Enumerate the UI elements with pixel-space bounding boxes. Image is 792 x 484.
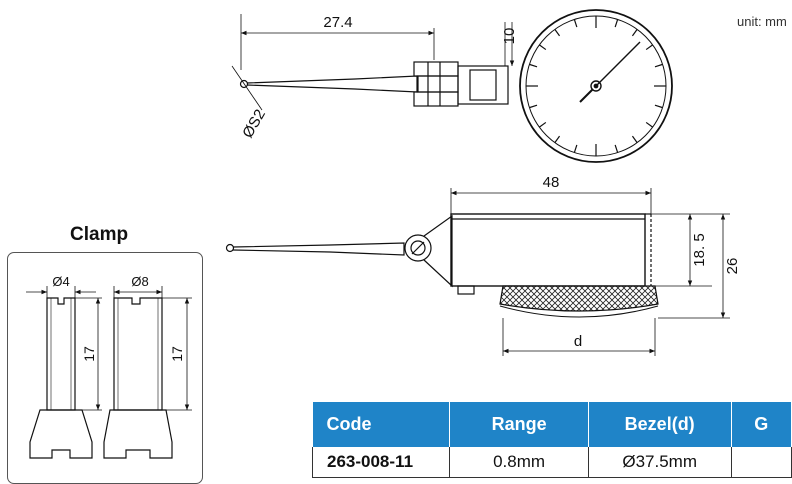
clamp-title: Clamp [70, 224, 129, 245]
dial-tick [529, 63, 538, 68]
clamp-large [103, 286, 192, 459]
dim-total-height: 26 [724, 258, 741, 275]
clamp-small-diameter: Ø4 [52, 274, 69, 289]
dial-tick [631, 29, 638, 37]
dim-ball-diameter: ØS2 [239, 107, 269, 141]
cell-bezel: Ø37.5mm [588, 447, 732, 478]
clamp-small [26, 286, 102, 459]
dim-body-length: 48 [543, 174, 560, 191]
dim-bezel: d [574, 333, 582, 350]
top-view [231, 9, 673, 163]
spec-table: Code Range Bezel(d) G 263-008-11 0.8mm Ø… [311, 402, 792, 478]
side-view [225, 188, 730, 356]
clamp-large-diameter: Ø8 [131, 274, 148, 289]
dial-tick [573, 19, 578, 28]
dial-tick [614, 19, 619, 28]
dial-tick [631, 135, 638, 143]
dial-tick [554, 29, 561, 37]
dial-tick [614, 144, 619, 153]
header-range: Range [449, 402, 589, 447]
dial-tick [539, 44, 547, 51]
header-g: G [731, 402, 792, 447]
clamp-frame [7, 252, 203, 484]
dial-tick [645, 44, 653, 51]
dim-stylus-length: 27.4 [323, 14, 352, 31]
dial-tick [645, 121, 653, 128]
dial-tick [654, 63, 663, 68]
cell-code: 263-008-11 [311, 447, 451, 478]
clamp-large-height: 17 [169, 346, 185, 362]
table-header-row: Code Range Bezel(d) G [312, 402, 792, 447]
header-bezel: Bezel(d) [588, 402, 732, 447]
cell-range: 0.8mm [449, 447, 589, 478]
dial-tick [573, 144, 578, 153]
dial-tick [539, 121, 547, 128]
clamp-small-height: 17 [81, 346, 97, 362]
unit-label: unit: mm [737, 14, 787, 29]
dial-tick [554, 135, 561, 143]
cell-g [731, 447, 792, 478]
table-row: 263-008-11 0.8mm Ø37.5mm [311, 447, 792, 478]
dial-tick [654, 104, 663, 109]
dim-stem-height: 10 [501, 28, 518, 45]
dim-body-height: 18. 5 [691, 233, 708, 266]
header-code: Code [312, 402, 451, 447]
dial-tick [529, 104, 538, 109]
